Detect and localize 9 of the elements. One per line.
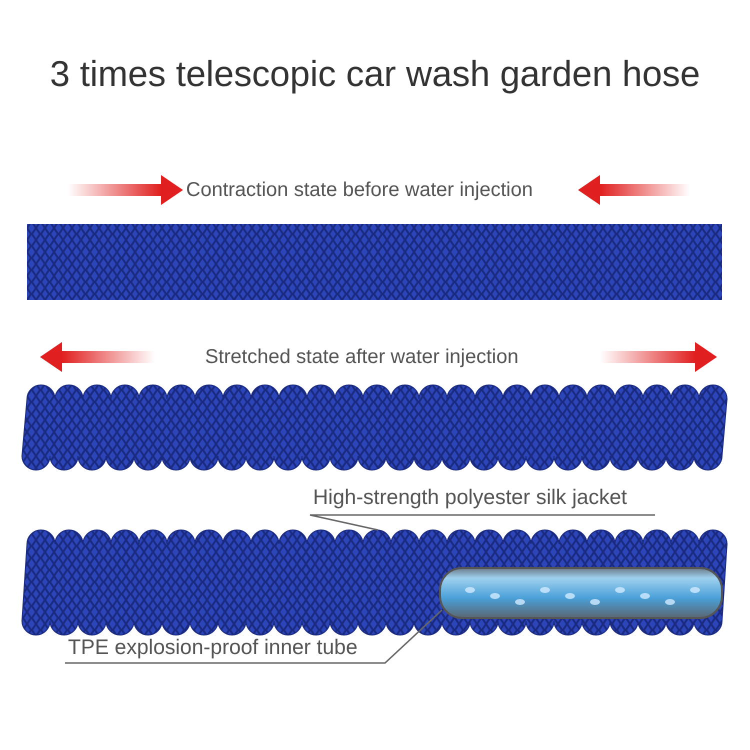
leader-line xyxy=(65,609,443,664)
title: 3 times telescopic car wash garden hose xyxy=(48,52,702,96)
leader-line xyxy=(309,514,655,531)
callout-label: High-strength polyester silk jacket xyxy=(313,486,627,510)
hose-jacket-drawing xyxy=(22,530,728,636)
inner-tube-drawing xyxy=(439,567,723,619)
callout-label: TPE explosion-proof inner tube xyxy=(68,636,358,660)
state-caption: Contraction state before water injection xyxy=(186,178,533,202)
state-caption: Stretched state after water injection xyxy=(205,345,518,369)
